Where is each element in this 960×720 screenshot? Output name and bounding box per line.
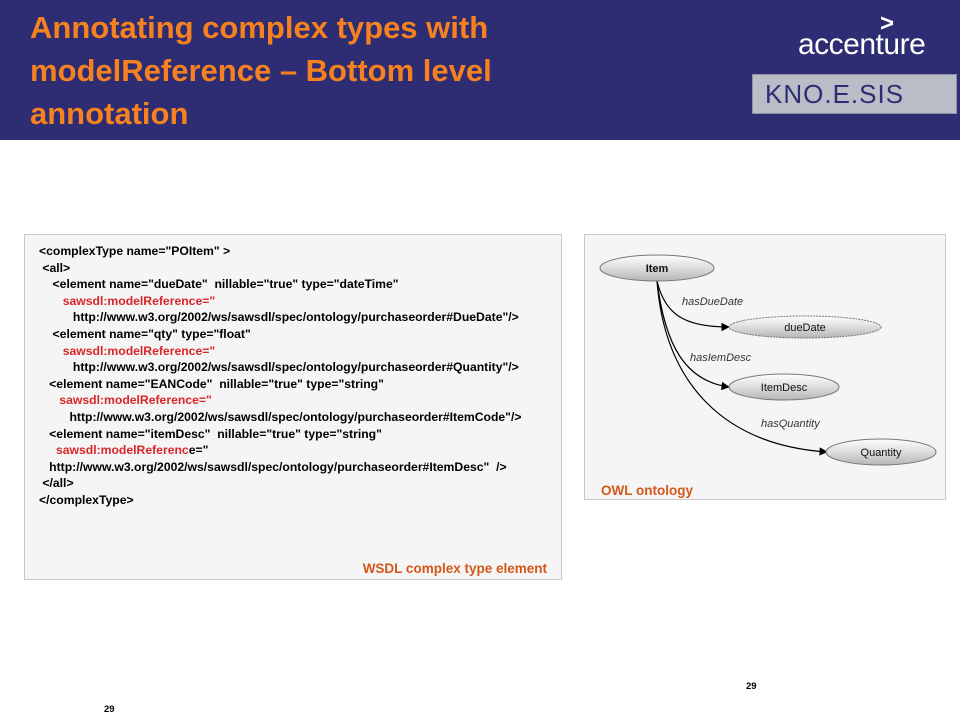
code-text: http://www.w3.org/2002/ws/sawsdl/spec/on… xyxy=(69,409,522,424)
code-line: sawsdl:modelReference=" xyxy=(39,293,521,310)
accenture-logo: > accenture xyxy=(798,10,948,64)
slide-header: Annotating complex types with modelRefer… xyxy=(0,0,960,140)
node-item-label: Item xyxy=(646,263,669,275)
code-text: <element name="EANCode" nillable="true" … xyxy=(49,376,384,391)
node-item-desc-label: ItemDesc xyxy=(761,382,808,394)
page-number-right: 29 xyxy=(746,681,757,692)
code-text: <element name="dueDate" nillable="true" … xyxy=(52,277,399,292)
owl-caption: OWL ontology xyxy=(601,483,693,498)
accenture-wordmark: accenture xyxy=(798,28,926,61)
code-line: <all> xyxy=(39,260,521,277)
code-line: <complexType name="POItem" > xyxy=(39,243,521,260)
knoesis-logo: KNO.E.SIS xyxy=(752,74,957,114)
code-line: <element name="itemDesc" nillable="true"… xyxy=(39,426,521,443)
code-text xyxy=(39,344,63,358)
code-text: <all> xyxy=(42,260,71,275)
label-has-quantity: hasQuantity xyxy=(761,418,821,430)
slide-title: Annotating complex types with modelRefer… xyxy=(30,6,670,135)
code-text xyxy=(39,277,53,291)
code-text: http://www.w3.org/2002/ws/sawsdl/spec/on… xyxy=(72,360,519,375)
code-highlight: sawsdl:modelReference=" xyxy=(59,393,212,408)
wsdl-caption: WSDL complex type element xyxy=(362,561,547,576)
code-line: <element name="dueDate" nillable="true" … xyxy=(39,276,521,293)
code-text: </complexType> xyxy=(39,492,134,507)
code-line: sawsdl:modelReference=" xyxy=(39,343,521,360)
accenture-chevron-icon: > xyxy=(880,10,895,37)
code-line: <element name="qty" type="float" xyxy=(39,326,521,343)
code-text: http://www.w3.org/2002/ws/sawsdl/spec/on… xyxy=(72,310,519,325)
slide-title-line: modelReference – Bottom level xyxy=(30,53,492,88)
node-due-date: dueDate xyxy=(728,315,882,339)
knoesis-wordmark: KNO.E.SIS xyxy=(765,79,905,109)
slide-title-line: Annotating complex types with xyxy=(30,10,489,45)
code-text xyxy=(39,294,63,308)
code-highlight: sawsdl:modelReference=" xyxy=(62,343,216,358)
code-text: </all> xyxy=(42,476,74,491)
node-due-date-label: dueDate xyxy=(784,322,826,334)
page-number-left: 29 xyxy=(104,704,115,715)
code-text xyxy=(39,377,49,391)
code-highlight: sawsdl:modelReference=" xyxy=(62,293,216,308)
node-quantity: Quantity xyxy=(825,438,937,466)
slide-title-line: annotation xyxy=(30,96,189,131)
edge-has-quantity xyxy=(656,280,828,456)
code-text: http://www.w3.org/2002/ws/sawsdl/spec/on… xyxy=(49,459,507,474)
code-text xyxy=(39,327,53,341)
wsdl-panel: <complexType name="POItem" > <all> <elem… xyxy=(24,234,562,580)
code-text xyxy=(39,393,59,407)
code-text xyxy=(39,443,56,457)
code-highlight: sawsdl:modelReferenc xyxy=(55,443,189,458)
code-line: http://www.w3.org/2002/ws/sawsdl/spec/on… xyxy=(39,309,521,326)
code-text: <complexType name="POItem" > xyxy=(39,244,231,258)
wsdl-code-block: <complexType name="POItem" > <all> <elem… xyxy=(39,243,521,509)
code-line: http://www.w3.org/2002/ws/sawsdl/spec/on… xyxy=(39,459,521,476)
node-item: Item xyxy=(599,254,715,282)
edge-has-item-desc xyxy=(656,280,730,391)
code-text: <element name="itemDesc" nillable="true"… xyxy=(49,426,382,441)
code-line: http://www.w3.org/2002/ws/sawsdl/spec/on… xyxy=(39,359,521,376)
code-text xyxy=(39,460,49,474)
code-line: sawsdl:modelReference=" xyxy=(39,442,521,459)
code-line: sawsdl:modelReference=" xyxy=(39,392,521,409)
code-text: e=" xyxy=(188,443,209,458)
owl-panel: hasDueDate hasIemDesc hasQuantity Item d… xyxy=(584,234,946,500)
code-line: <element name="EANCode" nillable="true" … xyxy=(39,376,521,393)
code-text xyxy=(39,360,73,374)
node-item-desc: ItemDesc xyxy=(728,373,840,401)
code-line: http://www.w3.org/2002/ws/sawsdl/spec/on… xyxy=(39,409,521,426)
code-line: </all> xyxy=(39,475,521,492)
code-text: <element name="qty" type="float" xyxy=(52,326,251,341)
code-text xyxy=(39,410,69,424)
edge-has-due-date xyxy=(656,280,730,332)
code-text xyxy=(39,310,73,324)
ontology-graph: hasDueDate hasIemDesc hasQuantity Item d… xyxy=(599,254,937,466)
code-line: </complexType> xyxy=(39,492,521,509)
label-has-due-date: hasDueDate xyxy=(682,296,743,308)
code-text xyxy=(39,427,49,441)
label-has-item-desc: hasIemDesc xyxy=(690,352,752,364)
node-quantity-label: Quantity xyxy=(861,447,902,459)
